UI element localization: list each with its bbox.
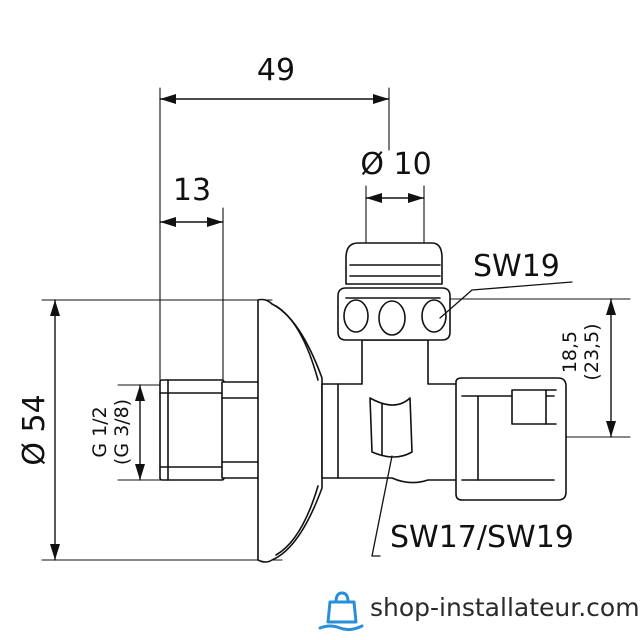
inlet-thread bbox=[159, 379, 225, 481]
handle-cap bbox=[345, 242, 443, 285]
label-wrench-top: SW19 bbox=[473, 249, 560, 284]
label-wrench-body: SW17/SW19 bbox=[390, 520, 574, 555]
dim-total-width: 49 bbox=[257, 53, 295, 88]
shopping-bag-icon bbox=[318, 591, 364, 632]
extension-lines bbox=[41, 87, 631, 561]
dim-flange-diameter: Ø 54 bbox=[17, 394, 52, 465]
outlet-compression-nut bbox=[455, 377, 567, 501]
dim-thread-alt: (G 3/8) bbox=[111, 399, 133, 465]
rosette-flange bbox=[257, 298, 323, 563]
inlet-hex-nut bbox=[221, 381, 261, 479]
dim-inlet-length: 13 bbox=[173, 173, 211, 208]
dim-thread-primary: G 1/2 bbox=[89, 406, 111, 457]
brand-footer: shop-installateur.com bbox=[318, 588, 640, 634]
brand-name[interactable]: shop-installateur.com bbox=[370, 593, 640, 622]
dim-height-alt: (23,5) bbox=[581, 323, 603, 380]
dimension-arrowheads bbox=[50, 94, 616, 560]
leader-lines bbox=[371, 281, 573, 557]
hex-collar bbox=[337, 287, 451, 341]
valve-body bbox=[321, 339, 463, 484]
dim-height-primary: 18,5 bbox=[559, 331, 581, 373]
dim-outlet-diameter: Ø 10 bbox=[360, 147, 431, 182]
